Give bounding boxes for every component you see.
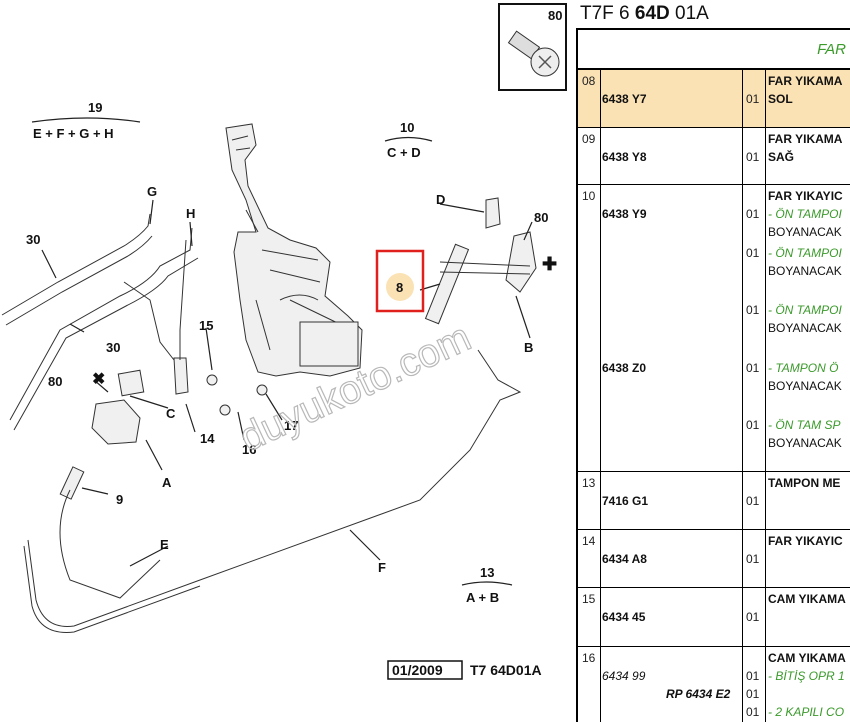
svg-text:E + F + G + H: E + F + G + H [33, 126, 114, 141]
svg-text:19: 19 [88, 100, 102, 115]
callout-group-10[interactable]: 10 C + D [384, 120, 433, 160]
parts-table: FAR 08 6438 Y7 01 FAR YIKAMA SOL 09 6438… [576, 28, 850, 722]
label-30-top[interactable]: 30 [26, 232, 40, 247]
svg-text:13: 13 [480, 565, 494, 580]
left-nozzle-assembly [59, 357, 268, 500]
label-30-bottom[interactable]: 30 [106, 340, 120, 355]
table-row[interactable]: 13 7416 G1 01 TAMPON ME [578, 472, 850, 530]
diagram-footer: 01/2009 T7 64D01A [387, 660, 542, 680]
label-B[interactable]: B [524, 340, 533, 355]
washer-reservoir [225, 123, 363, 377]
highlighted-part-8[interactable]: 8 [375, 249, 425, 313]
label-14[interactable]: 14 [200, 431, 215, 446]
table-title-bar: FAR [578, 30, 850, 70]
label-17[interactable]: 17 [284, 418, 298, 433]
label-9[interactable]: 9 [116, 492, 123, 507]
svg-text:10: 10 [400, 120, 414, 135]
label-G[interactable]: G [147, 184, 157, 199]
right-nozzle-assembly [424, 197, 537, 325]
label-H[interactable]: H [186, 206, 195, 221]
svg-text:C + D: C + D [387, 145, 421, 160]
label-16[interactable]: 16 [242, 442, 256, 457]
label-A[interactable]: A [162, 475, 172, 490]
label-E[interactable]: E [160, 537, 169, 552]
svg-text:8: 8 [396, 280, 403, 295]
callout-group-19[interactable]: 19 E + F + G + H [31, 100, 141, 141]
footer-date: 01/2009 [392, 662, 443, 678]
table-row[interactable]: 10 6438 Y9 6438 Z0 FAR YIKAYIC 01 - ÖN T… [578, 185, 850, 472]
table-row[interactable]: 14 6434 A8 01 FAR YIKAYIC [578, 530, 850, 588]
table-row[interactable]: 09 6438 Y8 01 FAR YIKAMA SAĞ [578, 128, 850, 185]
label-80-left[interactable]: 80 [48, 374, 62, 389]
diagram-code-header: T7F 6 64D 01A [580, 3, 709, 24]
footer-code: T7 64D01A [470, 662, 542, 678]
table-row[interactable]: 15 6434 45 01 CAM YIKAMA [578, 588, 850, 647]
screw-thumbnail[interactable]: 80 [498, 3, 567, 91]
label-15[interactable]: 15 [199, 318, 213, 333]
hoses [1, 213, 522, 633]
callout-group-13[interactable]: 13 A + B [461, 565, 513, 605]
screw-icon [507, 30, 560, 77]
label-F[interactable]: F [378, 560, 386, 575]
label-D[interactable]: D [436, 192, 445, 207]
plus-marker-icon: ✚ [542, 254, 557, 274]
exploded-parts-diagram: 19 E + F + G + H 10 C + D 13 A + B [1, 3, 567, 680]
table-row[interactable]: 08 6438 Y7 01 FAR YIKAMA SOL [578, 70, 850, 128]
table-row[interactable]: 16 6434 99 RP 6434 E2 01 01 01 CAM YIKAM… [578, 647, 850, 722]
cross-marker-icon: ✖ [92, 371, 105, 388]
label-80-right[interactable]: 80 [534, 210, 548, 225]
leader-lines [41, 199, 533, 567]
label-C[interactable]: C [166, 406, 176, 421]
screw-number: 80 [548, 8, 562, 23]
svg-text:A + B: A + B [466, 590, 499, 605]
table-title: FAR [817, 41, 846, 58]
